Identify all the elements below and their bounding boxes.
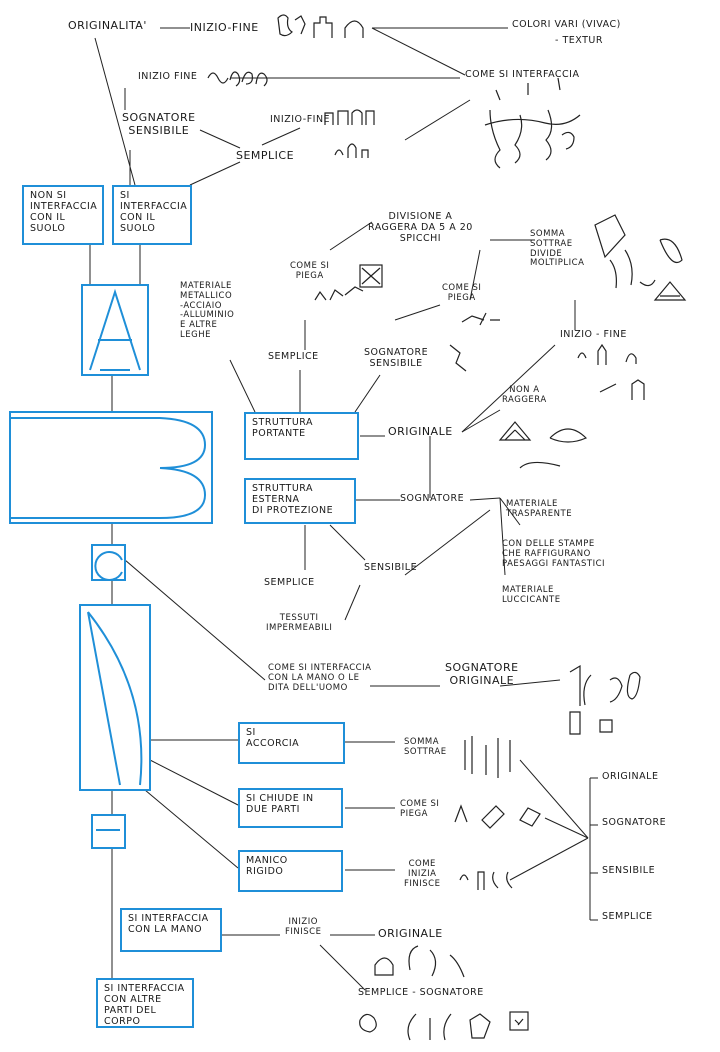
label-inizio-fine-2: INIZIO FINE [138, 71, 198, 82]
label-inizio-fine-3: INIZIO-FINE [270, 114, 331, 125]
label-semplice-sognatore: SEMPLICE - SOGNATORE [358, 987, 484, 998]
label-con-delle-stampe: CON DELLE STAMPE CHE RAFFIGURANO PAESAGG… [502, 539, 606, 569]
label-originale-mid: ORIGINALE [388, 425, 453, 438]
box-si-interfaccia-suolo-label: SI INTERFACCIA CON IL SUOLO [120, 190, 188, 234]
label-semplice-top: SEMPLICE [236, 149, 295, 162]
box-si-interfaccia-mano-label: SI INTERFACCIA CON LA MANO [128, 913, 209, 935]
shaft-curve [87, 611, 143, 786]
sketch-doodles [207, 14, 687, 1041]
label-inizio-fine-4: INIZIO - FINE [560, 329, 627, 340]
box-si-chiude-label: SI CHIUDE IN DUE PARTI [246, 793, 314, 815]
label-come-inizia-finisce: COME INIZIA FINISCE [404, 859, 441, 889]
label-semplice-low: SEMPLICE [264, 577, 315, 588]
canopy-curve [10, 417, 207, 519]
box-si-interfaccia-altre: SI INTERFACCIA CON ALTRE PARTI DEL CORPO [96, 978, 194, 1028]
box-si-accorcia-label: SI ACCORCIA [246, 727, 300, 749]
label-colori: COLORI VARI (VIVAC) [512, 19, 621, 30]
label-come-si-interfaccia-mano: COME SI INTERFACCIA CON LA MANO O LE DIT… [268, 663, 372, 693]
label-sognatore-sensibile: SOGNATORE SENSIBILE [122, 111, 196, 137]
label-come-si-piega-1: COME SI PIEGA [290, 261, 330, 281]
label-materiale-metallico: MATERIALE METALLICO -ACCIAIO -ALLUMINIO … [180, 281, 235, 340]
label-divisione: DIVISIONE A RAGGERA DA 5 A 20 SPICCHI [368, 211, 473, 244]
label-legend-originale: ORIGINALE [602, 771, 659, 782]
box-si-interfaccia-suolo: SI INTERFACCIA CON IL SUOLO [112, 185, 192, 245]
label-legend-sognatore: SOGNATORE [602, 817, 667, 828]
connector-lines [89, 27, 598, 991]
label-materiale-trasparente: MATERIALE TRASPARENTE [506, 499, 573, 519]
box-struttura-esterna: STRUTTURA ESTERNA DI PROTEZIONE [244, 478, 356, 524]
box-si-chiude: SI CHIUDE IN DUE PARTI [238, 788, 343, 828]
label-legend-semplice: SEMPLICE [602, 911, 653, 922]
label-come-si-piega-2: COME SI PIEGA [442, 283, 482, 303]
label-somma: SOMMA SOTTRAE DIVIDE MOLTIPLICA [530, 229, 585, 269]
label-textur: - TEXTUR [555, 35, 603, 46]
label-materiale-luccicante: MATERIALE LUCCICANTE [502, 585, 561, 605]
label-come-si-piega-3: COME SI PIEGA [400, 799, 440, 819]
label-somma-sottrae: SOMMA SOTTRAE [404, 737, 447, 757]
label-originalita: ORIGINALITA' [68, 19, 147, 32]
label-sognatore-mid: SOGNATORE [400, 493, 465, 504]
handle-top-frame [81, 284, 149, 376]
box-si-accorcia: SI ACCORCIA [238, 722, 345, 764]
box-manico-rigido-label: MANICO RIGIDO [246, 855, 288, 877]
handle-a-letter [89, 288, 141, 371]
shaft-frame [79, 604, 151, 791]
label-sensibile-low: SENSIBILE [364, 562, 418, 573]
label-legend-sensibile: SENSIBILE [602, 865, 656, 876]
box-si-interfaccia-mano: SI INTERFACCIA CON LA MANO [120, 908, 222, 952]
box-struttura-portante: STRUTTURA PORTANTE [244, 412, 359, 460]
box-non-si-interfaccia-label: NON SI INTERFACCIA CON IL SUOLO [30, 190, 98, 234]
box-si-interfaccia-altre-label: SI INTERFACCIA CON ALTRE PARTI DEL CORPO [104, 983, 185, 1027]
box-non-si-interfaccia: NON SI INTERFACCIA CON IL SUOLO [22, 185, 104, 245]
box-struttura-portante-label: STRUTTURA PORTANTE [252, 417, 313, 439]
label-originale-bottom: ORIGINALE [378, 927, 443, 940]
label-semplice-mid: SEMPLICE [268, 351, 319, 362]
tip-square [91, 814, 126, 849]
label-tessuti: TESSUTI IMPERMEABILI [266, 613, 333, 633]
product-shapes [9, 284, 213, 849]
label-inizio-fine-top: INIZIO-FINE [190, 21, 259, 34]
canopy-frame [9, 411, 213, 524]
box-manico-rigido: MANICO RIGIDO [238, 850, 343, 892]
joint-circle [94, 551, 123, 581]
label-sognatore-originale: SOGNATORE ORIGINALE [445, 661, 519, 687]
label-non-a-raggera: NON A RAGGERA [502, 385, 547, 405]
label-sognatore-sensibile-2: SOGNATORE SENSIBILE [364, 347, 429, 369]
box-struttura-esterna-label: STRUTTURA ESTERNA DI PROTEZIONE [252, 483, 334, 516]
label-come-si-interfaccia: COME SI INTERFACCIA [465, 69, 580, 80]
label-inizio-finisce: INIZIO FINISCE [285, 917, 322, 937]
